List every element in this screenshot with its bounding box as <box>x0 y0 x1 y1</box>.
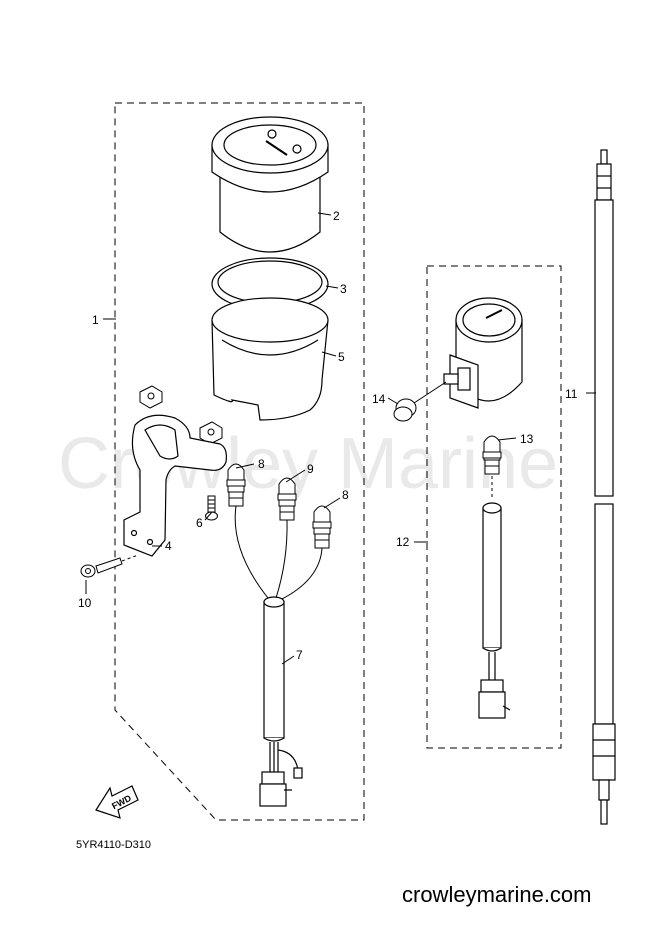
clip-nut-upper[interactable] <box>139 385 163 409</box>
assembly-1-boundary <box>114 102 365 821</box>
bulb-part-8-right[interactable] <box>312 505 332 549</box>
diagram-code: 5YR4110-D310 <box>76 839 151 851</box>
callout-10: 10 <box>78 596 92 610</box>
callout-9: 9 <box>307 462 314 476</box>
callout-12: 12 <box>396 535 410 549</box>
callout-6: 6 <box>196 516 203 530</box>
bulb-part-8-left[interactable] <box>226 463 246 507</box>
callout-13: 13 <box>520 432 534 446</box>
clip-nut-lower[interactable] <box>199 421 223 445</box>
callout-leaders <box>85 212 596 665</box>
callout-3: 3 <box>340 282 347 296</box>
site-url[interactable]: crowleymarine.com <box>402 882 592 907</box>
callout-7: 7 <box>296 648 303 662</box>
bracket-part-4[interactable] <box>123 414 227 557</box>
callout-8-lower: 8 <box>342 488 349 502</box>
callout-8-upper: 8 <box>258 457 265 471</box>
gauge-meter-part-2[interactable] <box>211 116 329 253</box>
meter-assembly-part-12[interactable] <box>443 297 523 409</box>
callout-14: 14 <box>372 392 386 406</box>
bulb-part-13[interactable] <box>482 435 502 500</box>
callout-5: 5 <box>338 350 345 364</box>
socket-tube-part-12[interactable] <box>478 502 511 719</box>
callout-1: 1 <box>92 313 99 327</box>
cable-part-11[interactable] <box>592 149 616 825</box>
nut-part-14[interactable] <box>393 381 447 422</box>
meter-cover-part-5[interactable] <box>211 297 329 421</box>
bulb-part-9[interactable] <box>277 477 297 521</box>
callout-2: 2 <box>333 209 340 223</box>
fwd-arrow-icon: FWD <box>95 785 139 819</box>
assembly-12-boundary <box>426 265 562 749</box>
callout-4: 4 <box>165 539 172 553</box>
wire-harness-part-7[interactable] <box>259 596 303 807</box>
bolt-part-10[interactable] <box>80 554 139 578</box>
harness-wires <box>234 505 323 601</box>
callout-11: 11 <box>565 387 578 401</box>
